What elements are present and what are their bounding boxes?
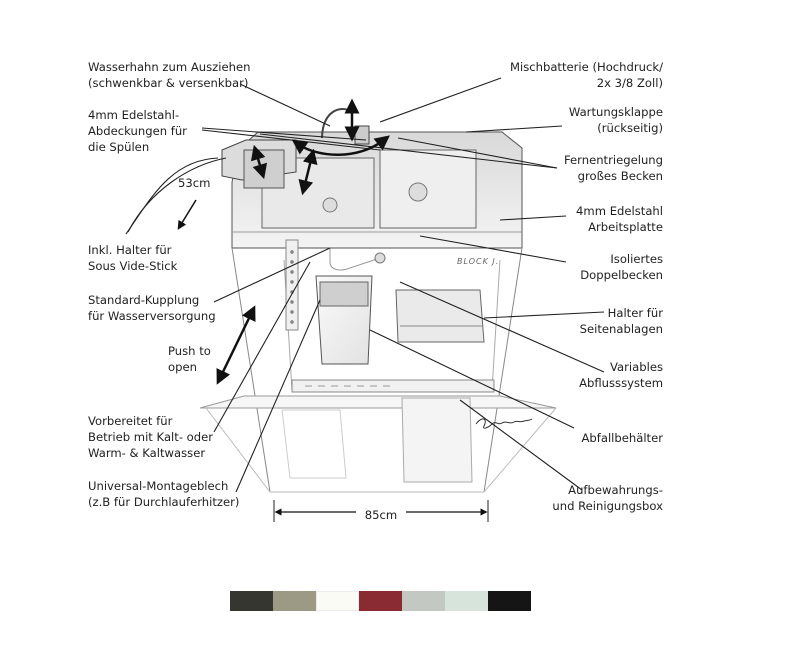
label-waste-bin: Abfallbehälter bbox=[581, 431, 663, 445]
color-swatch-5[interactable] bbox=[402, 591, 445, 611]
label-maintenance-hatch: Wartungsklappe(rückseitig) bbox=[568, 105, 663, 135]
color-swatch-1[interactable] bbox=[230, 591, 273, 611]
brand-logo: BLOCK J. bbox=[457, 257, 499, 266]
label-depth: 53cm bbox=[178, 176, 211, 190]
color-swatch-6[interactable] bbox=[445, 591, 488, 611]
label-storage-box: Aufbewahrungs-und Reinigungsbox bbox=[552, 483, 663, 513]
label-mounting-plate: Universal-Montageblech(z.B für Durchlauf… bbox=[88, 479, 240, 509]
color-swatch-2[interactable] bbox=[273, 591, 316, 611]
label-faucet: Wasserhahn zum Ausziehen(schwenkbar & ve… bbox=[88, 60, 251, 90]
label-mixer: Mischbatterie (Hochdruck/2x 3/8 Zoll) bbox=[509, 60, 663, 90]
color-swatch-3[interactable] bbox=[316, 591, 359, 611]
color-swatch-7[interactable] bbox=[488, 591, 531, 611]
cabinet-sketch bbox=[199, 108, 557, 493]
signature-logo bbox=[475, 418, 533, 429]
color-swatches bbox=[230, 591, 531, 611]
color-swatch-4[interactable] bbox=[359, 591, 402, 611]
label-width: 85cm bbox=[356, 507, 406, 523]
leader-lines bbox=[125, 77, 605, 493]
